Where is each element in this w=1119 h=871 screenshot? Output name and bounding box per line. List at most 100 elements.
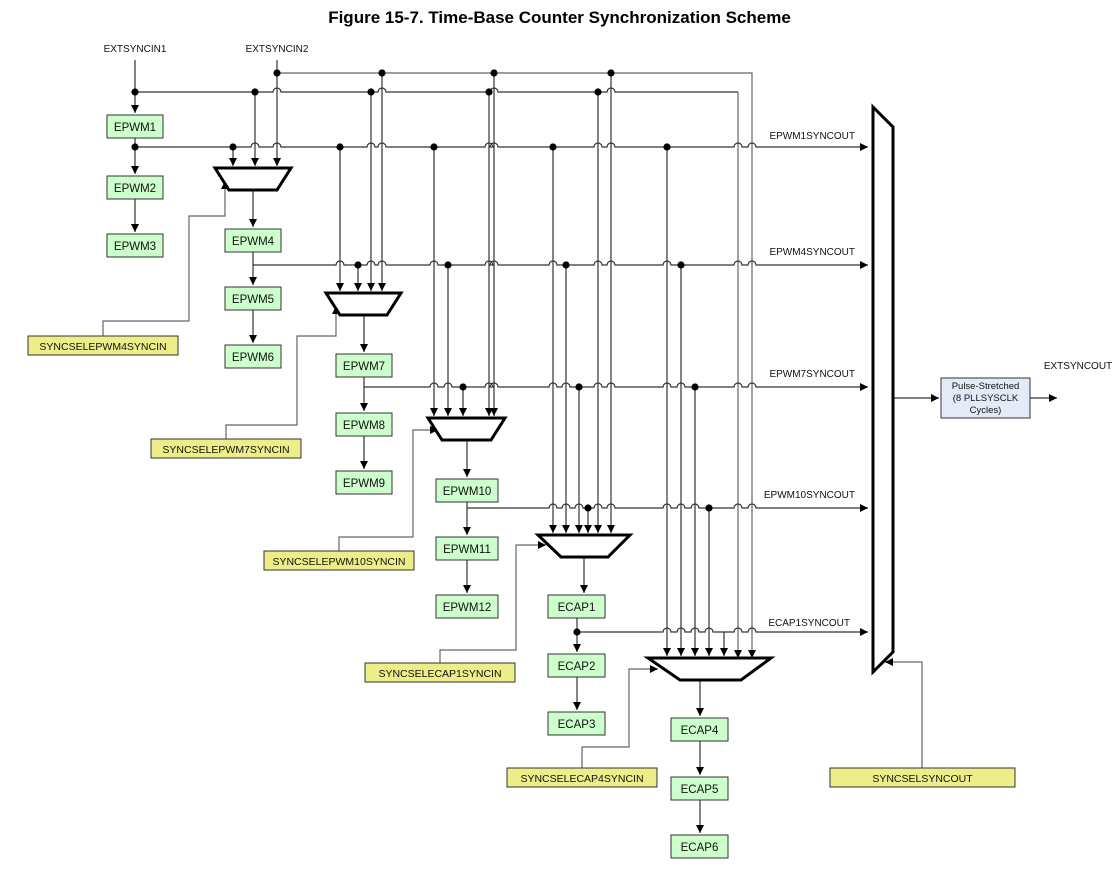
mux-ecap4 bbox=[643, 656, 776, 682]
module-label: EPWM8 bbox=[343, 420, 385, 432]
selector-label: SYNCSELEPWM7SYNCIN bbox=[162, 444, 289, 456]
bus-line bbox=[577, 627, 868, 636]
bus-line bbox=[364, 382, 868, 391]
selector-syncout: SYNCSELSYNCOUT bbox=[829, 767, 1016, 788]
junction-dot bbox=[229, 143, 237, 151]
module-epwm5: EPWM5 bbox=[224, 286, 282, 311]
module-label: EPWM2 bbox=[114, 183, 156, 195]
bus-line bbox=[467, 503, 868, 512]
extsyncin2-label: EXTSYNCIN2 bbox=[246, 44, 309, 55]
mux-epwm10 bbox=[425, 416, 508, 442]
mux-epwm7 bbox=[323, 291, 404, 317]
module-label: EPWM11 bbox=[443, 544, 491, 556]
junction-dot bbox=[251, 88, 259, 96]
selector-epwm10: SYNCSELEPWM10SYNCIN bbox=[263, 550, 415, 571]
bus-line bbox=[253, 260, 868, 269]
module-label: EPWM12 bbox=[443, 602, 492, 614]
module-label: EPWM7 bbox=[343, 361, 385, 373]
module-ecap4: ECAP4 bbox=[670, 717, 729, 742]
pulse-line-3: Cycles) bbox=[970, 405, 1002, 416]
module-label: ECAP4 bbox=[681, 725, 719, 737]
module-ecap2: ECAP2 bbox=[547, 653, 606, 678]
junction-dot bbox=[584, 504, 592, 512]
wire bbox=[277, 72, 756, 658]
module-label: EPWM10 bbox=[443, 486, 492, 498]
wire bbox=[439, 541, 546, 663]
junction-dot bbox=[273, 69, 281, 77]
module-label: EPWM1 bbox=[114, 122, 156, 134]
junction-dot bbox=[691, 383, 699, 391]
module-epwm1: EPWM1 bbox=[106, 114, 164, 139]
epwm4syncout-label: EPWM4SYNCOUT bbox=[769, 247, 855, 258]
module-epwm10: EPWM10 bbox=[435, 478, 499, 503]
junction-dot bbox=[490, 69, 498, 77]
selector-ecap1: SYNCSELECAP1SYNCIN bbox=[364, 662, 516, 683]
junction-dot bbox=[354, 261, 362, 269]
module-label: ECAP6 bbox=[681, 842, 719, 854]
junction-dot bbox=[663, 143, 671, 151]
extsyncout-label: EXTSYNCOUT bbox=[1044, 361, 1112, 372]
module-epwm3: EPWM3 bbox=[106, 233, 164, 258]
module-epwm6: EPWM6 bbox=[224, 344, 282, 369]
module-epwm2: EPWM2 bbox=[106, 175, 164, 200]
selector-epwm4: SYNCSELEPWM4SYNCIN bbox=[27, 335, 179, 356]
module-label: EPWM3 bbox=[114, 241, 156, 253]
wire bbox=[102, 181, 229, 336]
junction-dots bbox=[131, 69, 713, 636]
wire bbox=[225, 306, 340, 439]
selector-epwm7: SYNCSELEPWM7SYNCIN bbox=[150, 438, 302, 459]
junction-dot bbox=[444, 261, 452, 269]
figure-title: Figure 15-7. Time-Base Counter Synchroni… bbox=[328, 8, 791, 27]
junction-dot bbox=[705, 504, 713, 512]
pulse-line-2: (8 PLLSYSCLK bbox=[953, 393, 1019, 404]
selector-ecap4: SYNCSELECAP4SYNCIN bbox=[506, 767, 658, 788]
module-label: ECAP2 bbox=[558, 661, 596, 673]
wire bbox=[338, 426, 438, 551]
wire bbox=[581, 665, 658, 768]
module-ecap6: ECAP6 bbox=[670, 834, 729, 859]
junction-dot bbox=[573, 628, 581, 636]
selector-label: SYNCSELEPWM4SYNCIN bbox=[39, 341, 166, 353]
module-epwm11: EPWM11 bbox=[435, 536, 499, 561]
junction-dot bbox=[562, 261, 570, 269]
bus-line bbox=[135, 142, 868, 151]
junction-dot bbox=[378, 69, 386, 77]
mux-syncout bbox=[871, 103, 895, 676]
epwm1syncout-label: EPWM1SYNCOUT bbox=[769, 131, 855, 142]
wiring bbox=[102, 60, 1057, 833]
extsyncin1-label: EXTSYNCIN1 bbox=[104, 44, 167, 55]
junction-dot bbox=[459, 383, 467, 391]
junction-dot bbox=[575, 383, 583, 391]
bus-line bbox=[135, 87, 738, 93]
module-label: ECAP3 bbox=[558, 719, 596, 731]
junction-dot bbox=[131, 88, 139, 96]
selector-label: SYNCSELECAP4SYNCIN bbox=[520, 773, 643, 785]
module-ecap5: ECAP5 bbox=[670, 776, 729, 801]
junction-dot bbox=[677, 261, 685, 269]
selector-label: SYNCSELECAP1SYNCIN bbox=[378, 668, 501, 680]
junction-dot bbox=[430, 143, 438, 151]
wire bbox=[885, 658, 923, 768]
module-label: ECAP1 bbox=[558, 602, 596, 614]
module-epwm12: EPWM12 bbox=[435, 594, 499, 619]
ecap1syncout-label: ECAP1SYNCOUT bbox=[768, 618, 850, 629]
mux-ecap1 bbox=[534, 533, 634, 559]
junction-dot bbox=[336, 143, 344, 151]
module-label: ECAP5 bbox=[681, 784, 719, 796]
junction-dot bbox=[367, 88, 375, 96]
pulse-stretcher-block: Pulse-Stretched (8 PLLSYSCLK Cycles) bbox=[940, 377, 1031, 419]
selector-label: SYNCSELEPWM10SYNCIN bbox=[272, 556, 405, 568]
junction-dot bbox=[594, 88, 602, 96]
junction-dot bbox=[607, 69, 615, 77]
epwm7syncout-label: EPWM7SYNCOUT bbox=[769, 369, 855, 380]
junction-dot bbox=[549, 143, 557, 151]
junction-dot bbox=[485, 88, 493, 96]
module-label: EPWM9 bbox=[343, 478, 385, 490]
module-epwm9: EPWM9 bbox=[335, 470, 393, 495]
module-label: EPWM5 bbox=[232, 294, 274, 306]
pulse-line-1: Pulse-Stretched bbox=[952, 381, 1020, 392]
module-label: EPWM6 bbox=[232, 352, 274, 364]
module-epwm8: EPWM8 bbox=[335, 412, 393, 437]
mux-epwm4 bbox=[212, 166, 294, 192]
